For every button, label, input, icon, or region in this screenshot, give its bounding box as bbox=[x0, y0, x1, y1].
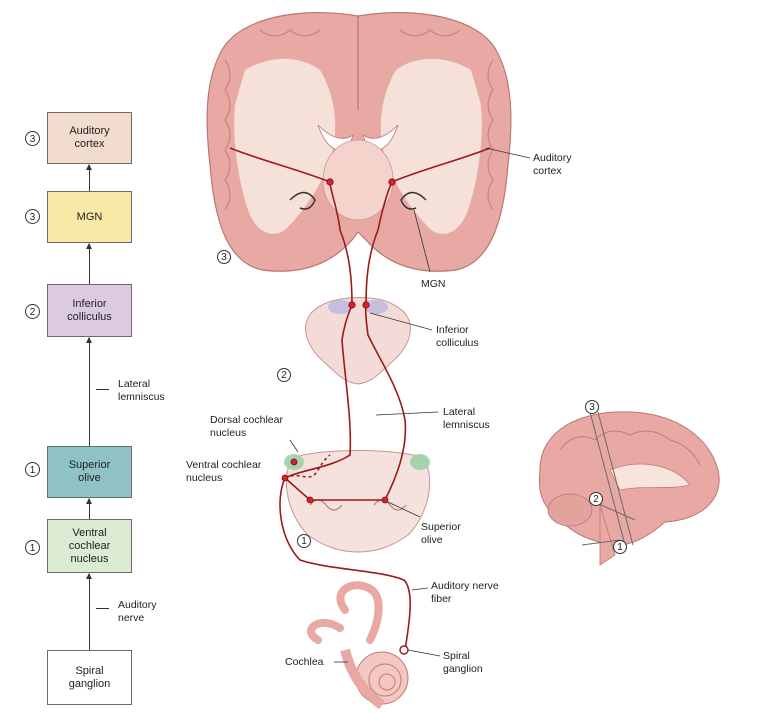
label-line: Spiral bbox=[443, 650, 470, 662]
label-line: Ventral cochlear bbox=[186, 459, 262, 471]
box-mgn: MGN bbox=[47, 191, 132, 243]
label-line: lemniscus bbox=[118, 391, 165, 403]
box-label-line: colliculus bbox=[67, 310, 112, 323]
box-label-line: nucleus bbox=[70, 552, 109, 565]
label-line: Auditory nerve bbox=[431, 580, 499, 592]
label-line: Superior bbox=[421, 521, 461, 533]
flow-arrow bbox=[86, 498, 92, 519]
label-spiral-ganglion: Spiral ganglion bbox=[443, 650, 483, 676]
level-marker-auditory-cortex: 3 bbox=[25, 131, 40, 146]
label-line: olive bbox=[421, 534, 443, 546]
level-marker-medulla: 1 bbox=[297, 534, 311, 548]
label-line: Lateral bbox=[118, 378, 151, 390]
label-ventral-cochlear-nucleus: Ventral cochlear nucleus bbox=[186, 459, 261, 485]
sagittal-marker-2: 2 bbox=[589, 492, 603, 506]
label-line: Lateral bbox=[443, 406, 476, 418]
label-line: Auditory bbox=[118, 599, 157, 611]
box-label-line: Ventral bbox=[72, 526, 107, 539]
level-marker-ventral-cochlear: 1 bbox=[25, 540, 40, 555]
label-line: nucleus bbox=[210, 427, 247, 439]
level-marker-cortex: 3 bbox=[217, 250, 231, 264]
label-auditory-nerve-fiber: Auditory nerve fiber bbox=[431, 580, 499, 606]
label-superior-olive: Superior olive bbox=[421, 521, 461, 547]
label-line: cortex bbox=[533, 165, 562, 177]
label-line: fiber bbox=[431, 593, 452, 605]
box-label-line: MGN bbox=[76, 210, 103, 223]
leader-lines bbox=[289, 147, 531, 663]
box-label-line: cortex bbox=[74, 138, 105, 150]
box-label-line: cochlear bbox=[68, 539, 111, 552]
flow-arrow bbox=[86, 243, 92, 284]
label-mgn: MGN bbox=[421, 278, 446, 290]
box-label-line: Superior bbox=[68, 459, 111, 471]
label-line: Dorsal cochlear bbox=[210, 414, 283, 426]
level-marker-inferior-colliculus: 2 bbox=[25, 304, 40, 319]
label-line: Auditory bbox=[533, 152, 572, 164]
flow-arrow bbox=[86, 573, 92, 650]
label-leader bbox=[96, 389, 109, 390]
box-label-line: ganglion bbox=[68, 677, 111, 690]
level-marker-superior-olive: 1 bbox=[25, 462, 40, 477]
side-label-auditory-nerve: Auditory nerve bbox=[118, 599, 157, 625]
label-dorsal-cochlear-nucleus: Dorsal cochlear nucleus bbox=[210, 414, 283, 440]
label-line: Inferior bbox=[436, 324, 469, 336]
cochlea-illustration bbox=[307, 581, 409, 710]
coronal-brain-section bbox=[206, 11, 512, 272]
level-marker-mgn: 3 bbox=[25, 209, 40, 224]
side-label-lateral-lemniscus: Lateral lemniscus bbox=[118, 378, 165, 404]
box-label-line: olive bbox=[78, 472, 101, 484]
sagittal-marker-3: 3 bbox=[585, 400, 599, 414]
label-line: nerve bbox=[118, 612, 145, 624]
label-leader bbox=[96, 608, 109, 609]
nuclei-markers bbox=[281, 178, 409, 655]
label-lateral-lemniscus: Lateral lemniscus bbox=[443, 406, 490, 432]
midbrain-section bbox=[305, 297, 411, 385]
auditory-pathway bbox=[229, 147, 491, 651]
label-auditory-cortex: Auditory cortex bbox=[533, 152, 572, 178]
label-inferior-colliculus: Inferior colliculus bbox=[436, 324, 479, 350]
flow-arrow bbox=[86, 164, 92, 191]
level-marker-midbrain: 2 bbox=[277, 368, 291, 382]
sagittal-marker-1: 1 bbox=[613, 540, 627, 554]
sagittal-brain-view bbox=[538, 411, 720, 566]
box-label-line: Inferior bbox=[72, 297, 107, 310]
label-line: lemniscus bbox=[443, 419, 490, 431]
flow-arrow bbox=[86, 337, 92, 446]
box-label-line: Spiral bbox=[75, 664, 104, 677]
label-line: ganglion bbox=[443, 663, 483, 675]
box-label-line: Auditory bbox=[69, 125, 110, 137]
label-line: colliculus bbox=[436, 337, 479, 349]
label-cochlea: Cochlea bbox=[285, 656, 324, 668]
label-line: nucleus bbox=[186, 472, 223, 484]
